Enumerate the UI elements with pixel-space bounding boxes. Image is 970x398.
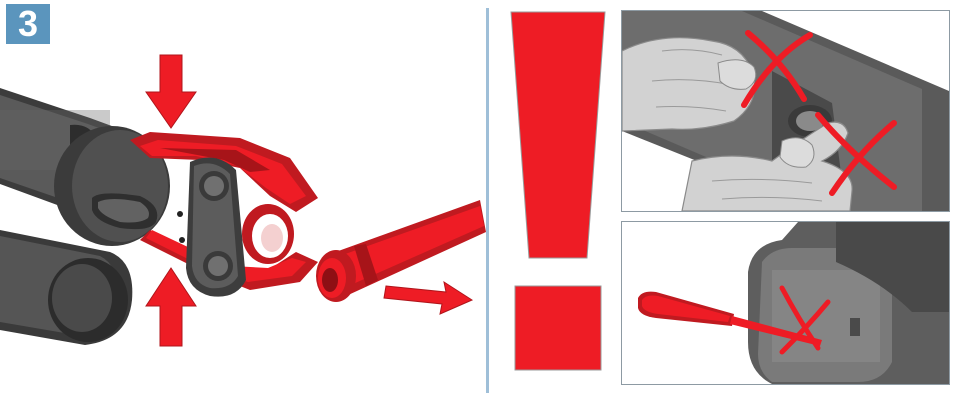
press-jaw-upper xyxy=(130,132,318,212)
exclamation-warning-icon xyxy=(510,11,606,371)
screwdriver-warning-photo xyxy=(621,221,950,385)
jaw-side-plate xyxy=(177,157,246,297)
jaw-opening xyxy=(242,204,294,264)
hands-warning-photo xyxy=(621,10,950,212)
step-illustration-panel: 3 xyxy=(0,4,486,347)
press-tool-illustration xyxy=(0,54,486,347)
press-jaw-lower xyxy=(140,230,318,290)
screwdriver-forbidden-cross-icon xyxy=(779,285,831,355)
panel-divider xyxy=(486,8,489,393)
squeeze-arrow-down-icon xyxy=(145,54,197,129)
warning-panel xyxy=(489,0,970,398)
hands-forbidden-cross-icon xyxy=(741,30,813,108)
step-number-badge: 3 xyxy=(6,4,50,44)
squeeze-arrow-up-icon xyxy=(145,267,197,347)
hands-forbidden-cross-icon-2 xyxy=(815,112,897,196)
tool-lower-handle xyxy=(0,230,133,345)
pull-out-arrow-icon xyxy=(383,280,474,315)
pipe-fitting xyxy=(316,200,486,302)
tool-body xyxy=(0,88,170,246)
